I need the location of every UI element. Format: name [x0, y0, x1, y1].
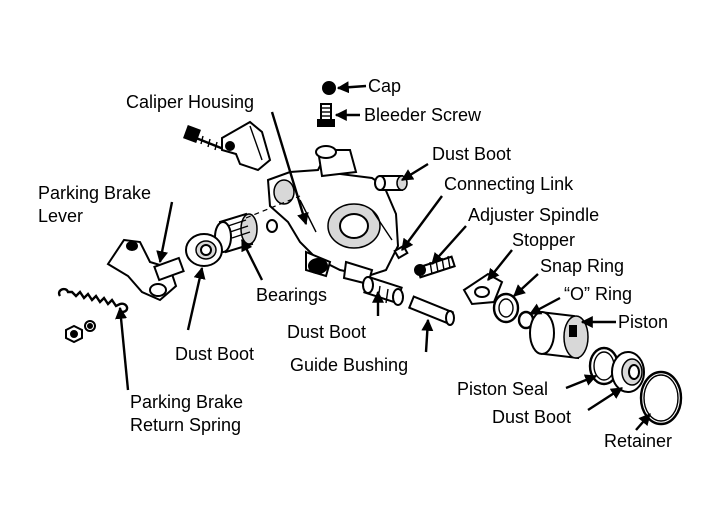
label-snap-ring: Snap Ring [540, 256, 624, 276]
label-adjuster-spindle: Adjuster Spindle [468, 205, 599, 225]
leader-return-spring [115, 306, 130, 391]
leader-snap-ring [513, 273, 539, 297]
leader-adjuster-spindle [431, 225, 467, 265]
label-cap: Cap [368, 76, 401, 96]
bracket-part [221, 120, 272, 172]
label-piston-seal: Piston Seal [457, 379, 548, 399]
guide-bushing-part [407, 295, 455, 326]
part-labels: Cap Bleeder Screw Caliper Housing Dust B… [38, 76, 672, 451]
leader-o-ring [528, 296, 561, 316]
label-caliper-housing: Caliper Housing [126, 92, 254, 112]
leader-parking-brake-lever [156, 201, 174, 264]
cap-part [322, 81, 336, 95]
leader-bearings [240, 238, 264, 281]
caliper-housing-part [266, 145, 400, 286]
leader-caliper-housing [270, 111, 309, 226]
nut-part [65, 320, 96, 344]
dust-boot-mid-part [362, 275, 404, 306]
leader-cap [336, 81, 367, 94]
dust-boot-top-part [374, 175, 408, 191]
return-spring-part [57, 287, 129, 314]
label-retainer: Retainer [604, 431, 672, 451]
label-o-ring: “O” Ring [564, 284, 632, 304]
label-bearings: Bearings [256, 285, 327, 305]
stopper-part [462, 272, 504, 306]
label-return-spring-line2: Return Spring [130, 415, 241, 435]
leader-guide-bushing [421, 318, 434, 353]
label-return-spring-line1: Parking Brake [130, 392, 243, 412]
leader-connecting-link [401, 195, 443, 251]
leader-retainer [635, 413, 651, 431]
label-dust-boot-top: Dust Boot [432, 144, 511, 164]
snap-ring-part [492, 292, 520, 324]
label-dust-boot-left: Dust Boot [175, 344, 254, 364]
pin-part [266, 219, 278, 233]
label-connecting-link: Connecting Link [444, 174, 574, 194]
leader-piston-seal [565, 374, 598, 390]
mounting-bolt-part [183, 125, 227, 152]
leader-dust-boot-bottom [587, 386, 624, 412]
label-parking-brake-lever-line1: Parking Brake [38, 183, 151, 203]
label-dust-boot-mid: Dust Boot [287, 322, 366, 342]
leader-dust-boot-left [186, 266, 206, 331]
label-stopper: Stopper [512, 230, 575, 250]
parking-brake-lever-part [106, 238, 185, 302]
label-piston: Piston [618, 312, 668, 332]
label-parking-brake-lever-line2: Lever [38, 206, 83, 226]
leader-dust-boot-top [400, 162, 429, 182]
label-dust-boot-bottom: Dust Boot [492, 407, 571, 427]
label-guide-bushing: Guide Bushing [290, 355, 408, 375]
piston-part [529, 310, 589, 360]
assembly-centerline [245, 195, 301, 219]
dust-boot-bottom-part [611, 351, 645, 393]
leader-lines [115, 81, 651, 431]
dust-boot-left-part [185, 233, 223, 267]
retainer-part [639, 370, 683, 426]
bleeder-screw-part [317, 103, 335, 127]
label-bleeder-screw: Bleeder Screw [364, 105, 482, 125]
leader-stopper [487, 249, 513, 281]
